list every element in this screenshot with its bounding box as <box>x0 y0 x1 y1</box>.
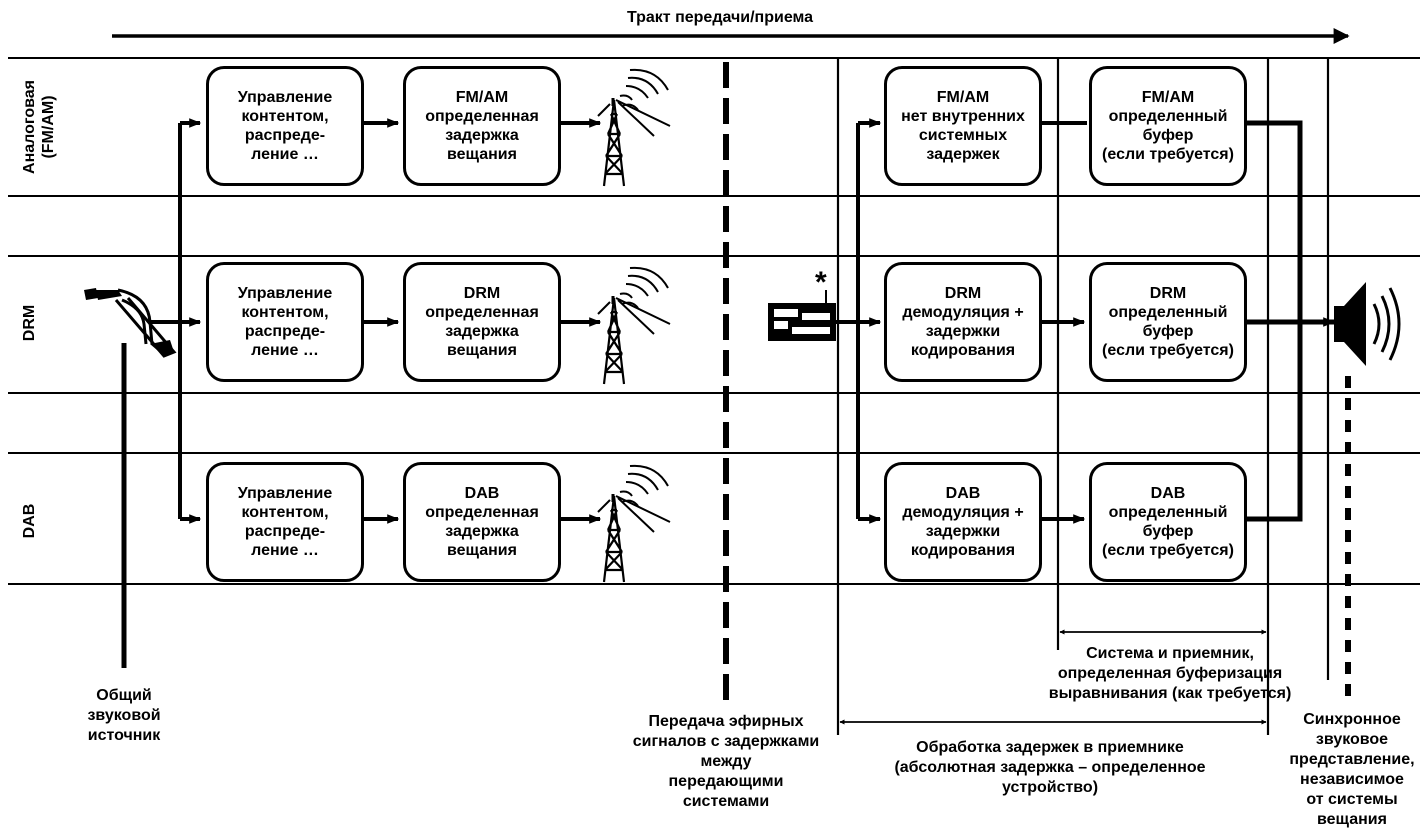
speaker-icon <box>1334 282 1401 366</box>
buffering-caption: Система и приемник, определенная буфериз… <box>1048 645 1292 702</box>
path-title: Тракт передачи/приема <box>626 9 814 26</box>
tower-icon <box>596 68 672 188</box>
tower-icon <box>596 266 672 386</box>
microphone-icon <box>84 288 177 358</box>
processing-caption: Обработка задержек в приемнике (абсолютн… <box>894 739 1206 796</box>
row-label-analog: Аналоговая (FM/AM) <box>21 80 57 174</box>
sync-caption: Синхронное звуковое представление, незав… <box>1289 711 1415 828</box>
row-label-drm: DRM <box>21 304 38 342</box>
source-caption: Общий звуковой источник <box>87 687 161 744</box>
transmission-caption: Передача эфирных сигналов с задержками м… <box>632 713 820 810</box>
receiver-marker: * <box>815 266 827 299</box>
row-label-dab: DAB <box>21 503 38 539</box>
receiver-icon <box>768 290 836 341</box>
tower-icon <box>596 464 672 584</box>
